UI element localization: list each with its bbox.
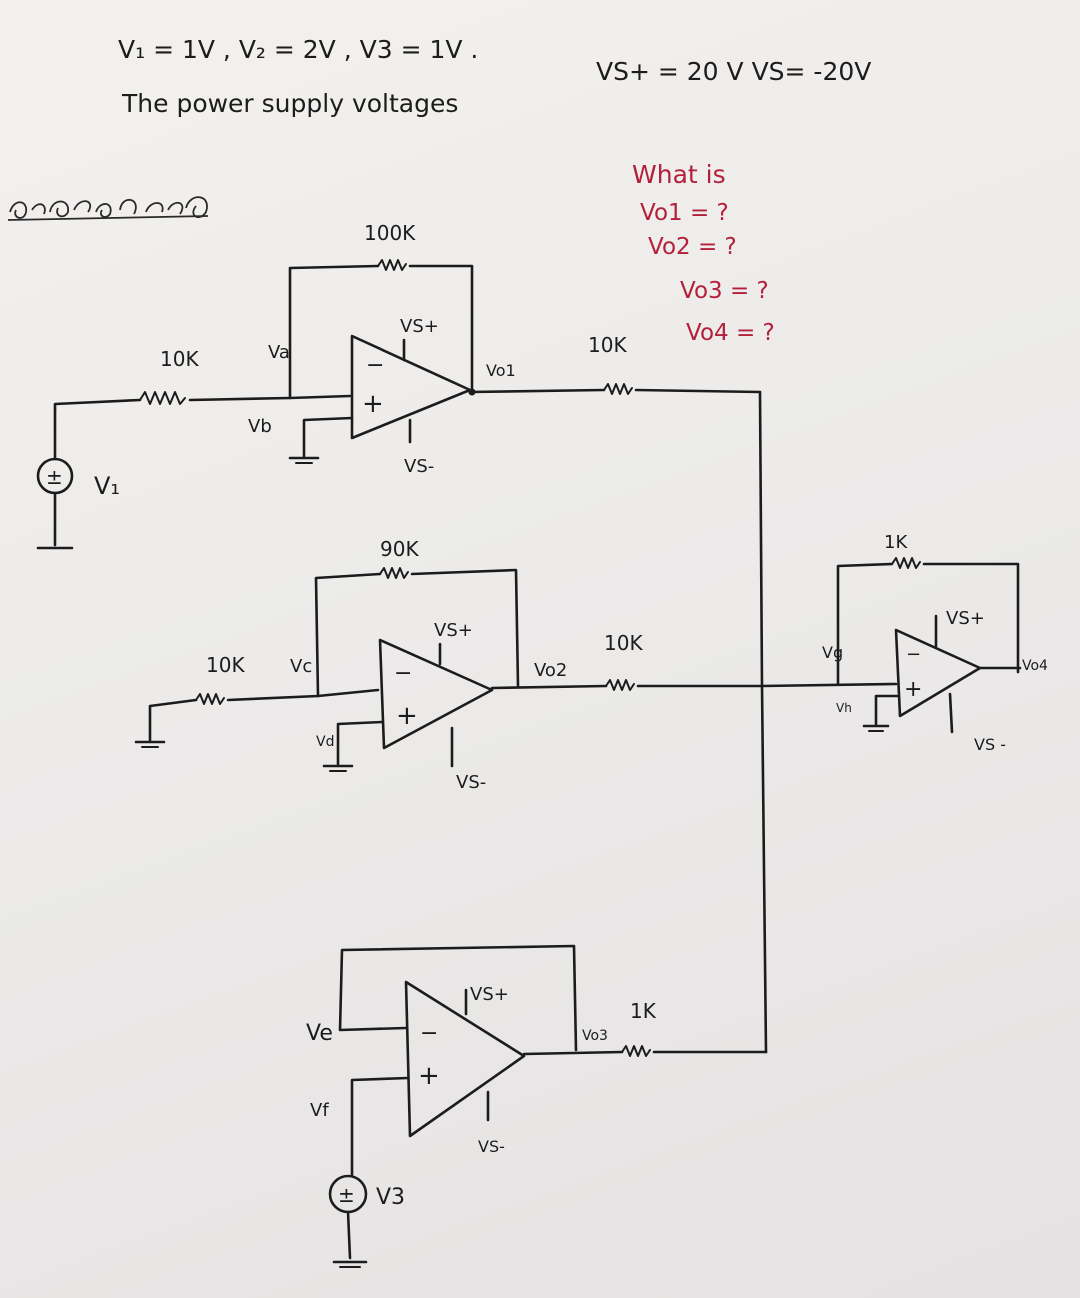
question-vo4: Vo4 = ? (686, 320, 775, 346)
stage1-inv-sign: − (366, 353, 384, 378)
stage2-vs-plus: VS+ (434, 620, 473, 641)
question-title: What is (632, 160, 726, 189)
stage4-vo4-label: Vo4 (1022, 658, 1048, 674)
stage4-opamp (894, 628, 982, 718)
stage1-input-resistor-label: 10K (160, 347, 199, 371)
stage2-input-resistor (195, 693, 225, 705)
given-values: V₁ = 1V , V₂ = 2V , V3 = 1V . (118, 35, 478, 64)
stage4-vg-label: Vg (822, 643, 843, 662)
stage2-feedback-resistor (379, 567, 409, 579)
stage4-noninv-sign: + (904, 677, 922, 702)
question-vo3: Vo3 = ? (680, 278, 769, 304)
stage3-output-resistor (621, 1045, 651, 1057)
supply-values: VS+ = 20 V VS= -20V (596, 57, 871, 86)
stage2-output-resistor (605, 679, 635, 691)
stage1-opamp (350, 334, 472, 440)
stage1-noninv-sign: + (362, 389, 384, 419)
stage3-opamp (404, 980, 526, 1138)
stage3-voltage-follower: − + VS+ VS- ± V3 Ve Vf Vo3 1K (306, 944, 768, 1268)
stage2-output-resistor-label: 10K (604, 631, 643, 655)
stage3-output-resistor-label: 1K (630, 999, 657, 1023)
stage1-feedback-resistor (377, 259, 407, 271)
stage1-vs-minus: VS- (404, 456, 434, 477)
question-vo2: Vo2 = ? (648, 234, 737, 260)
stage2-vd-label: Vd (316, 734, 334, 750)
stage4-inv-sign: − (906, 644, 921, 665)
stage2-noninv-sign: + (396, 701, 418, 731)
v1-voltage-source: ± (36, 408, 74, 550)
v1-label: V₁ (94, 472, 120, 500)
stage2-vs-minus: VS- (456, 772, 486, 793)
stage1-vs-plus: VS+ (400, 316, 439, 337)
stage2-inv-sign: − (394, 661, 412, 686)
v3-label: V3 (376, 1185, 405, 1210)
stage1-inverting-amplifier: ± V₁ 10K 100K − + VS+ VS- Va Vb Vo1 (36, 221, 762, 550)
stage4-vs-minus: VS - (974, 735, 1006, 754)
stage2-opamp (378, 638, 494, 750)
stage2-inverting-amplifier: 10K 90K − + VS+ VS- Vc Vd Vo2 10K (134, 537, 764, 793)
stage1-output-resistor-label: 10K (588, 333, 627, 357)
stage3-inv-sign: − (420, 1021, 438, 1046)
stage3-noninv-sign: + (418, 1061, 440, 1091)
stage3-vo3-label: Vo3 (582, 1028, 608, 1044)
stage4-feedback-resistor (891, 557, 921, 569)
stage1-vb-label: Vb (248, 416, 272, 437)
stage4-feedback-resistor-label: 1K (884, 532, 908, 553)
question-vo1: Vo1 = ? (640, 200, 729, 226)
stage1-va-label: Va (268, 342, 290, 363)
stage3-ve-label: Ve (306, 1021, 333, 1046)
summing-node-wire (758, 390, 768, 1054)
stage1-feedback-resistor-label: 100K (364, 221, 416, 245)
stage3-vs-plus: VS+ (470, 984, 509, 1005)
stage2-vo2-label: Vo2 (534, 660, 567, 681)
stage3-vs-minus: VS- (478, 1137, 505, 1156)
stage2-vc-label: Vc (290, 656, 312, 677)
supply-label: The power supply voltages (121, 89, 458, 118)
stage4-vh-label: Vh (836, 701, 852, 715)
stage4-inverting-amplifier: 1K − + VS+ VS - Vo4 Vg Vh (760, 532, 1048, 754)
stage1-vo1-label: Vo1 (486, 361, 516, 380)
stage1-input-resistor (139, 391, 186, 405)
scribble-mark (7, 196, 209, 221)
svg-text:±: ± (338, 1183, 355, 1207)
stage4-vs-plus: VS+ (946, 608, 985, 629)
svg-text:±: ± (46, 465, 63, 489)
stage1-output-resistor (603, 383, 633, 395)
stage2-feedback-resistor-label: 90K (380, 537, 419, 561)
stage3-vf-label: Vf (310, 1100, 329, 1121)
stage2-input-resistor-label: 10K (206, 653, 245, 677)
